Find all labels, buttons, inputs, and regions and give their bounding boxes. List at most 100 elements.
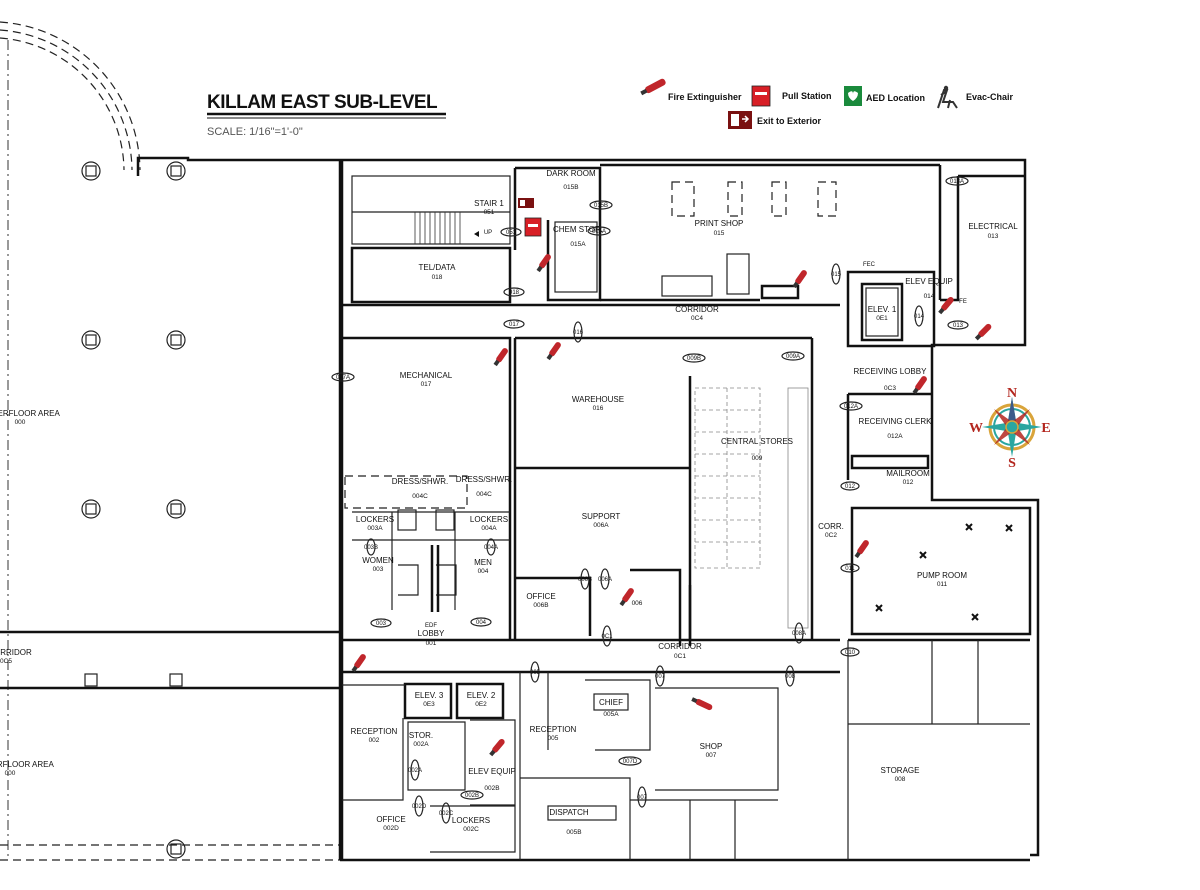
room-number: 009 xyxy=(752,455,763,462)
exit-icon xyxy=(518,198,534,208)
room-number: 004C xyxy=(476,491,492,498)
room-number: 002 xyxy=(369,737,380,744)
room-name: PUMP ROOM xyxy=(917,571,967,580)
compass-west: W xyxy=(969,421,983,436)
room-name: MEN xyxy=(474,558,492,567)
stair-up-label: UP xyxy=(484,230,492,236)
room-number: 005B xyxy=(566,829,581,836)
room-number: 012A xyxy=(887,433,903,440)
room-name: LOCKERS xyxy=(356,515,394,524)
room-number: 007 xyxy=(706,752,717,759)
svg-text:002D: 002D xyxy=(412,804,427,810)
door-tag: 017 xyxy=(503,319,525,329)
svg-text:015: 015 xyxy=(831,272,842,278)
plan-scale: SCALE: 1/16"=1'-0" xyxy=(207,126,303,138)
room-number: 016 xyxy=(593,405,604,412)
door-tags: 015B 013A 051 015A 015 014 013 018 017 0… xyxy=(331,176,969,824)
door-tag: 009A xyxy=(781,351,805,361)
room-name: DARK ROOM xyxy=(546,169,596,178)
fire-extinguisher-icon xyxy=(792,270,807,289)
svg-text:017A: 017A xyxy=(336,375,350,381)
compass-north: N xyxy=(1007,386,1017,401)
room-name: RECEIVING CLERK xyxy=(859,417,933,426)
room-number: 0C5 xyxy=(0,658,12,665)
room-number: 012 xyxy=(903,479,914,486)
svg-text:016: 016 xyxy=(573,330,584,336)
fire-extinguisher-icon xyxy=(351,654,366,673)
arc-outline xyxy=(0,21,141,860)
room-number: 004A xyxy=(481,525,497,532)
compass-east: E xyxy=(1041,421,1050,436)
columns xyxy=(81,161,186,859)
room-number: 0E1 xyxy=(876,315,888,322)
legend: Fire Extinguisher Pull Station AED Locat… xyxy=(640,78,1014,129)
safety-markers xyxy=(518,198,542,237)
door-tag: 006B xyxy=(578,568,592,590)
svg-text:013: 013 xyxy=(953,323,964,329)
door-tag: 002D xyxy=(412,795,427,817)
room-number: 0E3 xyxy=(423,701,435,708)
svg-text:013A: 013A xyxy=(950,179,964,185)
room-number: 018 xyxy=(432,274,443,281)
fire-extinguisher-icon xyxy=(619,588,634,607)
room-name: RECEIVING LOBBY xyxy=(854,367,928,376)
svg-text:010: 010 xyxy=(845,650,856,656)
evac-chair-icon xyxy=(937,85,958,109)
room-number: 003 xyxy=(373,566,384,573)
fire-extinguisher-icon xyxy=(974,323,992,341)
room-name: CHEM STOR. xyxy=(553,225,603,234)
fire-extinguisher-icon xyxy=(536,254,551,273)
door-tag: 002B xyxy=(460,790,484,800)
svg-text:002A: 002A xyxy=(408,768,422,774)
fire-extinguisher-icon xyxy=(489,738,505,757)
room-number: 0E2 xyxy=(475,701,487,708)
room-name: ELEV. 1 xyxy=(868,305,897,314)
room-number: 004 xyxy=(478,568,489,575)
svg-text:002C: 002C xyxy=(439,811,454,817)
aed-icon xyxy=(844,86,862,106)
door-tag: 018 xyxy=(503,287,525,297)
room-name: STAIR 1 xyxy=(474,199,504,208)
fe-tag: FE xyxy=(959,299,967,305)
door-tag: 012 xyxy=(840,481,860,491)
door-tag: 014 xyxy=(914,305,925,327)
room-number: 001 xyxy=(426,640,437,647)
room-number: 002C xyxy=(463,826,479,833)
door-tag: 011 xyxy=(840,563,860,573)
door-tag: 015 xyxy=(831,263,842,285)
fire-extinguisher-icon xyxy=(938,296,954,315)
compass-south: S xyxy=(1008,456,1016,471)
legend-evac-chair: Evac-Chair xyxy=(966,92,1014,102)
room-name: OFFICE xyxy=(526,592,555,601)
room-number: 0C1 xyxy=(674,653,686,660)
pull-station-icon xyxy=(751,85,771,107)
svg-text:004A: 004A xyxy=(484,545,498,551)
edf-tag: EDF xyxy=(425,623,437,629)
svg-text:051: 051 xyxy=(506,230,517,236)
pull-station-icon xyxy=(524,217,542,237)
door-tag: 004A xyxy=(484,538,498,556)
room-name: LOCKERS xyxy=(452,816,490,825)
room-number: 0C2 xyxy=(825,532,837,539)
svg-text:008A: 008A xyxy=(792,631,806,637)
room-number: 002D xyxy=(383,825,399,832)
svg-text:005: 005 xyxy=(530,670,541,676)
svg-text:012: 012 xyxy=(845,484,856,490)
door-tag: 015B xyxy=(589,200,613,210)
door-tag: 012A xyxy=(839,401,863,411)
room-number: 008 xyxy=(895,776,906,783)
room-name: SUPPORT xyxy=(582,512,621,521)
svg-text:006B: 006B xyxy=(578,577,592,583)
pump-room-markers xyxy=(875,523,1013,621)
legend-pull-station: Pull Station xyxy=(782,91,832,101)
door-tag: 005 xyxy=(530,661,541,683)
svg-text:007: 007 xyxy=(637,795,648,801)
door-tag: 017A xyxy=(331,372,355,382)
svg-text:0C1: 0C1 xyxy=(601,634,613,640)
door-tag: 006A xyxy=(598,568,612,590)
room-number: 006A xyxy=(593,522,609,529)
building-walls xyxy=(0,156,1040,862)
door-tag: 007 xyxy=(655,665,666,687)
room-name: CHIEF xyxy=(599,698,623,707)
